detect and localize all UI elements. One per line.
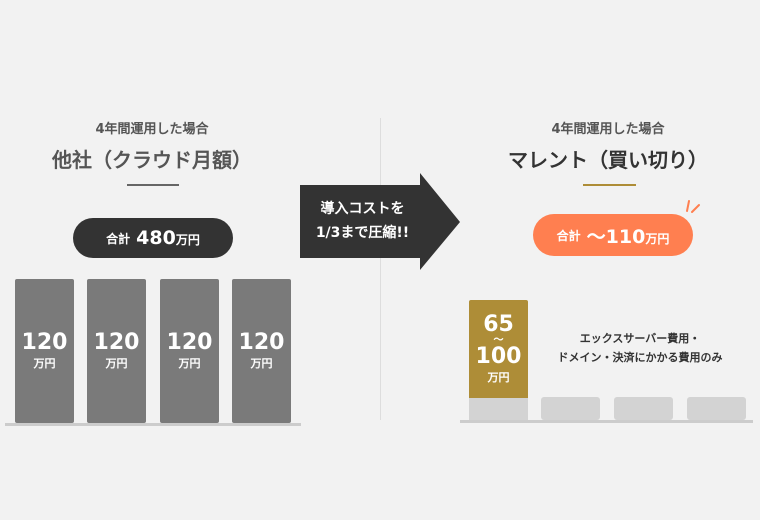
cost-bar: 120 万円: [232, 279, 291, 423]
total-unit: 万円: [175, 233, 200, 247]
right-title: マレント（買い切り）: [508, 148, 708, 172]
left-baseline: [5, 423, 301, 426]
left-total-pill: 合計 480万円: [73, 218, 233, 258]
arrow-shape: [300, 173, 460, 270]
bar-value: 120: [21, 330, 68, 355]
bar-unit: 万円: [487, 371, 510, 384]
cost-bar: 120 万円: [15, 279, 74, 423]
arrow-line1: 導入コストを: [320, 201, 405, 217]
left-title: 他社（クラウド月額）: [52, 148, 252, 172]
bar-base: [469, 397, 528, 420]
right-divider: [583, 184, 636, 186]
bar-unit: 万円: [250, 357, 273, 370]
total-label: 合計: [556, 228, 581, 243]
bar-unit: 万円: [105, 357, 128, 370]
left-divider: [127, 184, 179, 186]
bar-min: 65: [483, 312, 514, 337]
sparkle-icon: [686, 200, 700, 213]
total-value: 〜110: [586, 225, 646, 248]
bar-max: 100: [475, 344, 522, 369]
total-unit: 万円: [645, 231, 670, 246]
bar-value: 120: [166, 330, 213, 355]
empty-bar: [614, 397, 673, 420]
right-total-pill: 合計 〜110万円: [533, 214, 693, 256]
bar-value: 120: [238, 330, 285, 355]
highlight-bar: 65 〜 100 万円: [469, 300, 528, 398]
total-value: 480: [136, 227, 176, 249]
empty-bar: [687, 397, 746, 420]
bar-unit: 万円: [33, 357, 56, 370]
cost-bar: 120 万円: [160, 279, 219, 423]
note-line2: ドメイン・決済にかかる費用のみ: [557, 351, 723, 364]
right-baseline: [460, 420, 753, 423]
arrow-line2: 1/3まで圧縮!!: [315, 225, 410, 241]
total-label: 合計: [106, 231, 131, 246]
note-line1: エックスサーバー費用・: [579, 332, 701, 345]
bar-tilde: 〜: [493, 335, 504, 346]
left-subtitle: 4年間運用した場合: [95, 122, 209, 137]
center-divider: [380, 118, 381, 420]
right-subtitle: 4年間運用した場合: [551, 122, 665, 137]
empty-bar: [541, 397, 600, 420]
cost-bar: 120 万円: [87, 279, 146, 423]
bar-value: 120: [93, 330, 140, 355]
bar-unit: 万円: [178, 357, 201, 370]
